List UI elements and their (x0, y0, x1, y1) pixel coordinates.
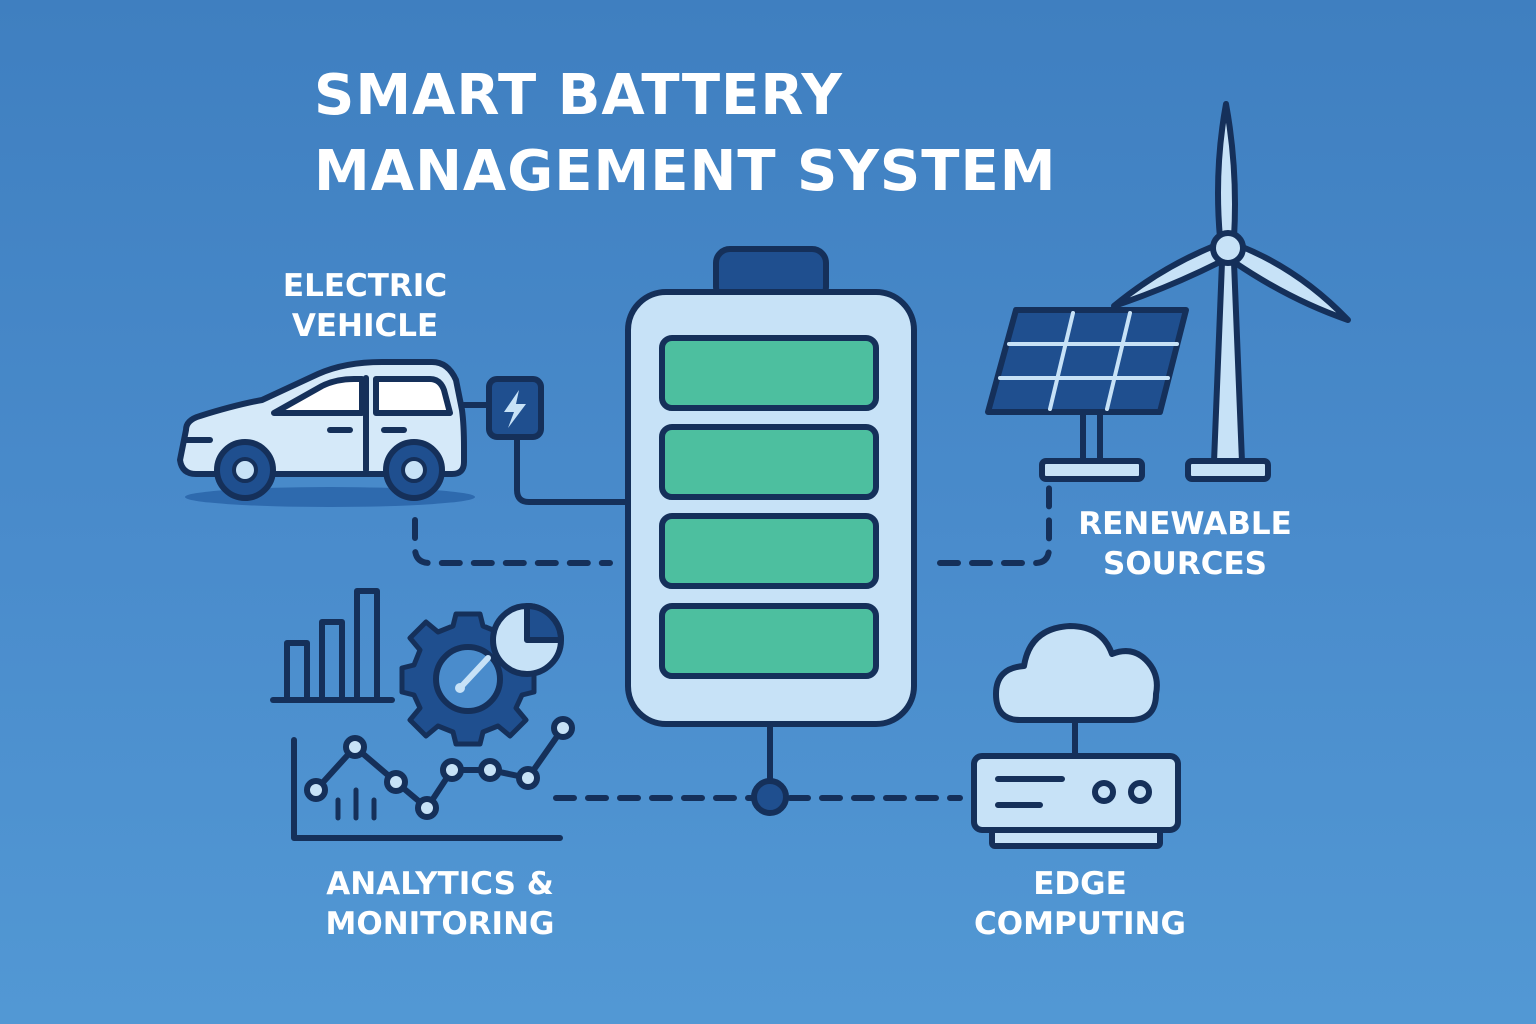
connector-hub-node (751, 778, 789, 816)
car-wheel-front-hub (232, 457, 258, 483)
turbine-base (1185, 458, 1271, 482)
cloud-icon (993, 623, 1160, 759)
label-edge-computing-line-1: EDGE (1033, 866, 1127, 902)
line-chart-point-2 (343, 735, 367, 759)
solar-panel-grid (998, 311, 1179, 411)
turbine-blade-up (1215, 101, 1238, 241)
server-led-1 (1092, 780, 1116, 804)
cloud-shape (993, 623, 1160, 723)
bar-chart-bar-1 (284, 640, 310, 703)
label-electric-vehicle: ELECTRIC VEHICLE (250, 266, 480, 346)
wind-turbine-icon (1111, 101, 1351, 482)
battery-cell-4 (659, 603, 879, 679)
battery-cell-3 (659, 513, 879, 589)
line-chart-point-5 (440, 758, 464, 782)
line-chart-axes (291, 737, 563, 841)
connector-ev-dashed (412, 517, 613, 566)
pie-chart-icon (490, 603, 564, 677)
car-window-rear (373, 376, 453, 416)
line-chart-icon (291, 716, 575, 841)
line-chart-point-1 (304, 778, 328, 802)
server-icon (971, 753, 1181, 849)
title-line-1: SMART BATTERY (314, 63, 843, 128)
solar-panel-icon (985, 307, 1189, 482)
car-window-front (271, 376, 365, 416)
label-renewable-sources-line-2: SOURCES (1103, 546, 1267, 582)
charger-bolt (504, 390, 526, 428)
label-analytics-monitoring-line-2: MONITORING (325, 906, 555, 942)
turbine-blade-left (1111, 243, 1223, 309)
server-lines (995, 776, 1065, 808)
line-chart-point-3 (384, 770, 408, 794)
label-electric-vehicle-line-2: VEHICLE (291, 308, 439, 344)
car-wheel-rear-hub (401, 457, 427, 483)
solar-panel-pole (1080, 409, 1103, 465)
bar-chart-bar-2 (319, 619, 345, 703)
label-edge-computing: EDGE COMPUTING (950, 864, 1210, 944)
connector-renewables-dashed (937, 475, 1052, 566)
label-edge-computing-line-2: COMPUTING (974, 906, 1186, 942)
label-renewable-sources-line-1: RENEWABLE (1078, 506, 1292, 542)
gear-gauge-pivot (455, 683, 465, 693)
bar-chart-icon (270, 588, 395, 703)
title-line-2: MANAGEMENT SYSTEM (314, 139, 1057, 204)
bar-chart-bar-3 (354, 588, 380, 703)
battery-cell-2 (659, 424, 879, 500)
electric-car-icon (177, 359, 493, 507)
label-analytics-monitoring-line-1: ANALYTICS & (326, 866, 554, 902)
solar-panel-base (1039, 458, 1145, 482)
battery-cell-1 (659, 335, 879, 411)
connector-charger-battery (514, 433, 631, 505)
line-chart-point-6 (478, 758, 502, 782)
line-chart-point-4 (415, 796, 439, 820)
line-chart-point-7 (516, 766, 540, 790)
pie-chart-slice (524, 603, 564, 643)
gear-gauge-needle (457, 655, 491, 691)
label-analytics-monitoring: ANALYTICS & MONITORING (300, 864, 580, 944)
solar-panel-frame (985, 307, 1189, 415)
diagram-title: SMART BATTERY MANAGEMENT SYSTEM (314, 58, 1056, 210)
turbine-hub (1210, 230, 1246, 266)
turbine-tower (1211, 259, 1245, 465)
battery-icon (625, 246, 917, 727)
label-renewable-sources: RENEWABLE SOURCES (1060, 504, 1310, 584)
connectors (412, 433, 1052, 816)
turbine-blade-right (1231, 243, 1351, 323)
server-led-2 (1128, 780, 1152, 804)
charging-plug-icon (486, 376, 544, 440)
label-electric-vehicle-line-1: ELECTRIC (282, 268, 448, 304)
line-chart-bars (335, 787, 377, 821)
line-chart-point-8 (551, 716, 575, 740)
server-stand (989, 827, 1163, 849)
